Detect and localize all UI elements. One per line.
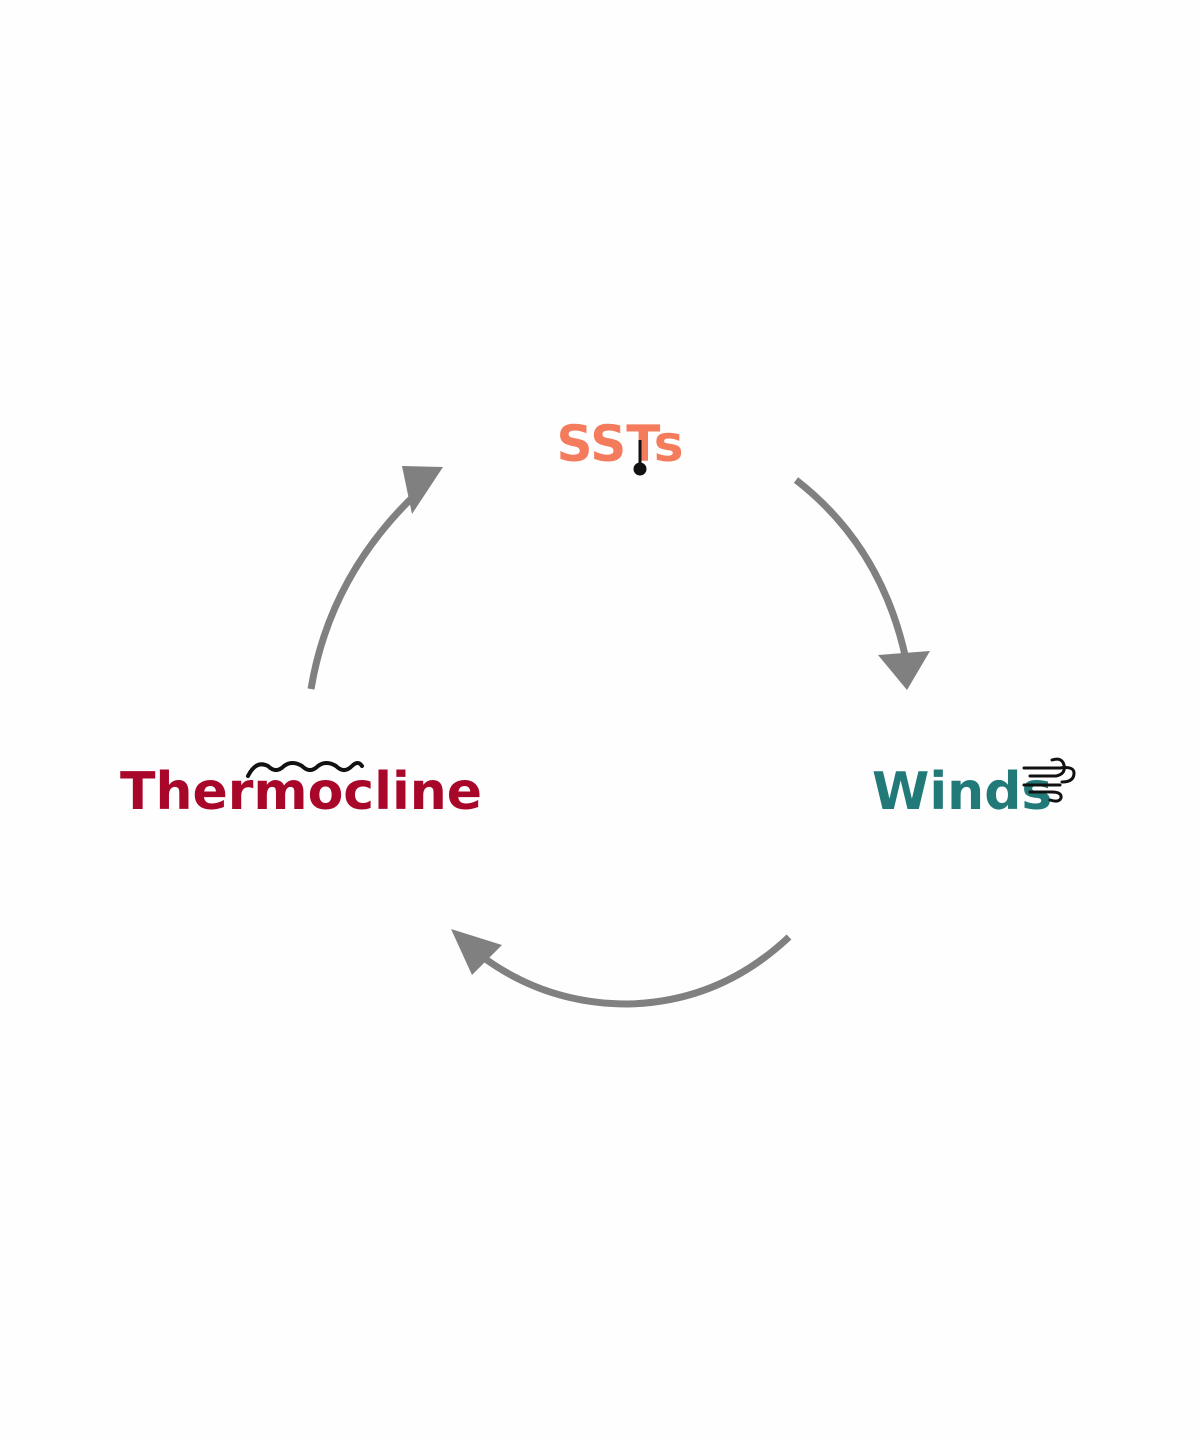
thermocline-label: Thermocline: [120, 762, 482, 822]
arrow-ssts-to-winds: [793, 477, 930, 690]
wind-icon: [1022, 757, 1076, 803]
node-ssts: SSTs: [556, 415, 684, 476]
node-thermocline: Thermocline: [120, 761, 482, 822]
ssts-label: SSTs: [556, 415, 683, 473]
node-winds: Winds: [872, 757, 1076, 822]
thermometer-icon: [633, 440, 647, 476]
arrow-thermocline-to-ssts: [307, 466, 443, 690]
waves-icon: [246, 761, 364, 778]
winds-label: Winds: [872, 762, 1052, 822]
arrow-winds-to-thermocline: [451, 929, 792, 1008]
